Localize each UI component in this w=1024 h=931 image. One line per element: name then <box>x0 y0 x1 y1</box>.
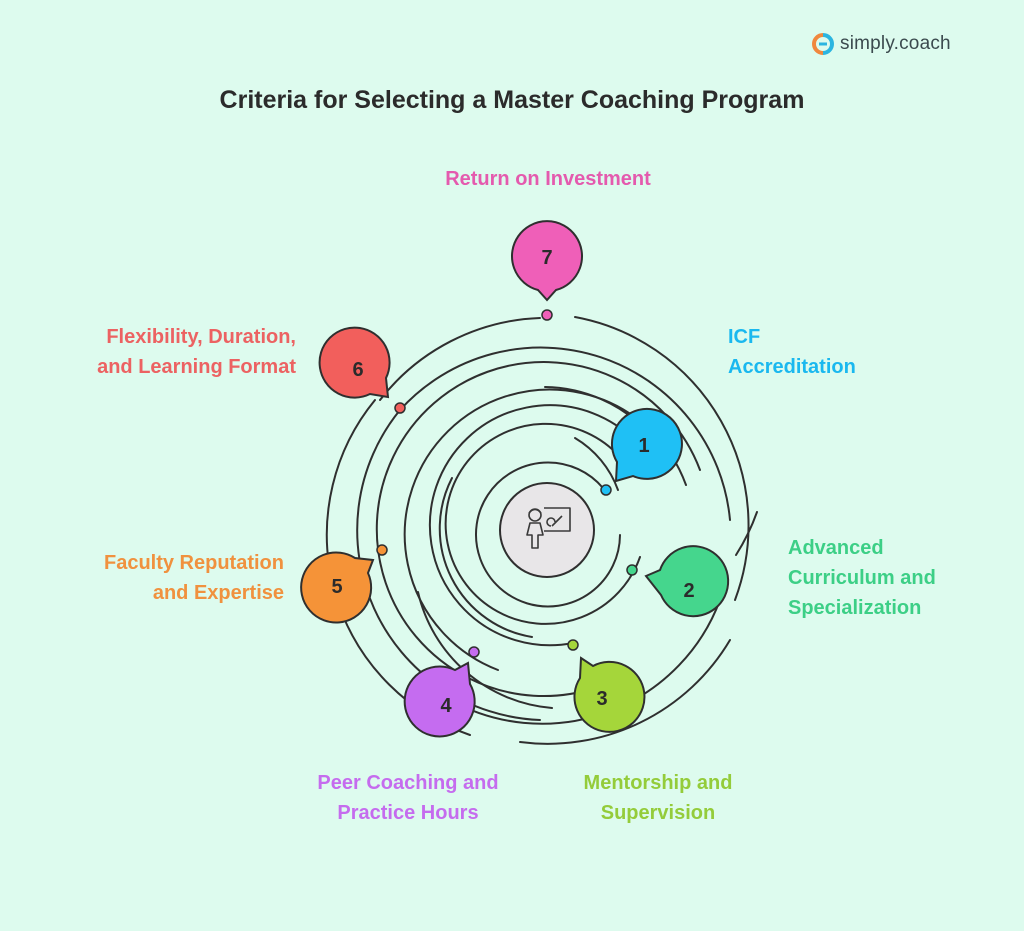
brand-logo: simply.coach <box>812 33 951 55</box>
label-5: Faculty Reputation and Expertise <box>103 552 284 604</box>
label-3: Mentorship and Supervision <box>583 772 733 824</box>
label-7: Return on Investment <box>445 168 651 190</box>
svg-text:3: 3 <box>596 688 607 710</box>
bubble-7: 7 <box>511 220 583 302</box>
dot-2 <box>626 564 638 576</box>
page-title: Criteria for Selecting a Master Coaching… <box>219 86 805 114</box>
dot-4 <box>468 646 480 658</box>
svg-text:4: 4 <box>440 695 452 717</box>
svg-text:2: 2 <box>683 580 694 602</box>
label-6: Flexibility, Duration, and Learning Form… <box>97 326 296 378</box>
center-circle <box>499 482 595 578</box>
svg-text:7: 7 <box>541 247 552 269</box>
label-1: ICF Accreditation <box>728 326 856 378</box>
bubble-6: 6 <box>318 326 391 399</box>
dot-6 <box>394 402 406 414</box>
bubble-4: 4 <box>403 661 476 738</box>
label-2: Advanced Curriculum and Specialization <box>788 537 936 619</box>
bubble-1: 1 <box>610 407 683 483</box>
coach-presenting-icon <box>526 507 571 549</box>
simply-coach-logo-icon <box>812 33 834 55</box>
svg-text:5: 5 <box>331 576 342 598</box>
dot-5 <box>376 544 388 556</box>
bubble-2: 2 <box>644 545 730 618</box>
svg-text:1: 1 <box>638 435 649 457</box>
label-4: Peer Coaching and Practice Hours <box>317 772 499 824</box>
bubble-3: 3 <box>573 656 646 733</box>
svg-text:6: 6 <box>352 359 363 381</box>
brand-name: simply.coach <box>840 33 951 54</box>
dot-3 <box>567 639 579 651</box>
dot-7 <box>541 309 553 321</box>
bubble-5: 5 <box>300 551 375 624</box>
dot-1 <box>600 484 612 496</box>
